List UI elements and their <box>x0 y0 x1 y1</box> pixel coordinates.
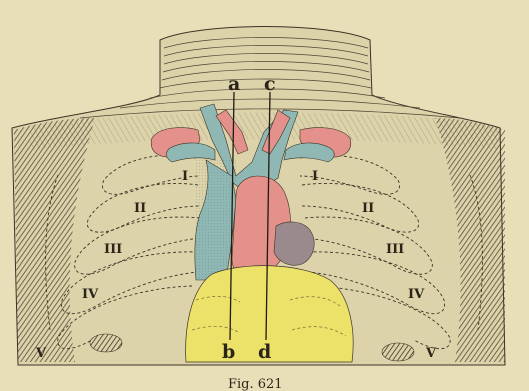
rib-label-right-4: IV <box>408 287 425 302</box>
rib-label-left-4: IV <box>82 287 99 302</box>
rib-label-left-2: II <box>134 201 146 216</box>
label-c: c <box>264 73 276 95</box>
rib-label-left-5: V <box>35 346 47 361</box>
vein-stipple <box>196 160 236 280</box>
label-b: b <box>222 341 235 363</box>
left-atrium <box>274 222 314 265</box>
label-a: a <box>228 73 240 95</box>
rib-label-left-1: I <box>182 169 188 184</box>
label-d: d <box>258 341 271 363</box>
rib-label-right-5: V <box>425 346 437 361</box>
figure-caption: Fig. 621 <box>228 377 283 391</box>
left-nipple <box>90 334 122 352</box>
rib-label-right-1: I <box>312 169 318 184</box>
rib-label-left-3: III <box>104 242 122 257</box>
rib-label-right-3: III <box>386 242 404 257</box>
right-nipple <box>382 343 414 361</box>
rib-label-right-2: II <box>362 201 374 216</box>
